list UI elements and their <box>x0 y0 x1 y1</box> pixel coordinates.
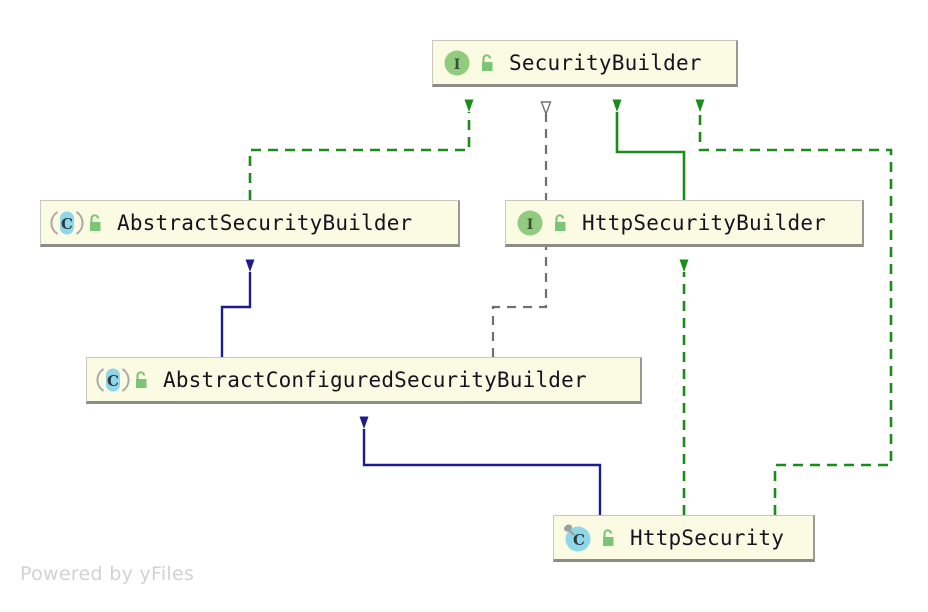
node-http-security-builder[interactable]: I HttpSecurityBuilder <box>505 200 864 247</box>
edge-abstractconfiguredsecuritybuilder-extends-abstractsecuritybuilder <box>220 259 255 357</box>
svg-text:C: C <box>107 372 119 390</box>
svg-text:C: C <box>573 531 585 549</box>
abstract-class-icon: C <box>50 209 84 237</box>
edge-httpsecurity-realizes-securitybuilder <box>695 99 893 515</box>
node-security-builder[interactable]: I SecurityBuilder <box>432 40 738 87</box>
svg-text:C: C <box>61 215 73 233</box>
yfiles-credit: Powered by yFiles <box>20 563 195 585</box>
unlocked-padlock-icon <box>477 53 495 73</box>
node-label: AbstractConfiguredSecurityBuilder <box>163 367 587 392</box>
unlocked-padlock-icon <box>598 528 616 548</box>
node-abstract-configured-security-builder[interactable]: C AbstractConfiguredSecurityBuilder <box>86 357 642 404</box>
interface-icon: I <box>515 209 545 237</box>
edge-httpsecurity-extends-abstractconfiguredsecuritybuilder <box>359 416 602 515</box>
edge-httpsecuritybuilder-extends-securitybuilder <box>612 99 686 200</box>
node-label: HttpSecurityBuilder <box>582 210 827 235</box>
interface-icon: I <box>442 49 472 77</box>
final-class-icon: C <box>563 524 593 552</box>
node-label: SecurityBuilder <box>509 50 702 75</box>
node-abstract-security-builder[interactable]: C AbstractSecurityBuilder <box>40 200 460 247</box>
edge-abstractsecuritybuilder-realizes-securitybuilder <box>248 99 474 200</box>
unlocked-padlock-icon <box>550 213 568 233</box>
unlocked-padlock-icon <box>131 370 149 390</box>
node-http-security[interactable]: C HttpSecurity <box>553 515 815 562</box>
final-pin-icon <box>564 524 575 536</box>
node-label: HttpSecurity <box>630 525 785 550</box>
abstract-class-icon: C <box>96 366 130 394</box>
node-label: AbstractSecurityBuilder <box>117 210 413 235</box>
svg-text:I: I <box>527 217 534 233</box>
unlocked-padlock-icon <box>85 213 103 233</box>
svg-text:I: I <box>454 57 461 73</box>
